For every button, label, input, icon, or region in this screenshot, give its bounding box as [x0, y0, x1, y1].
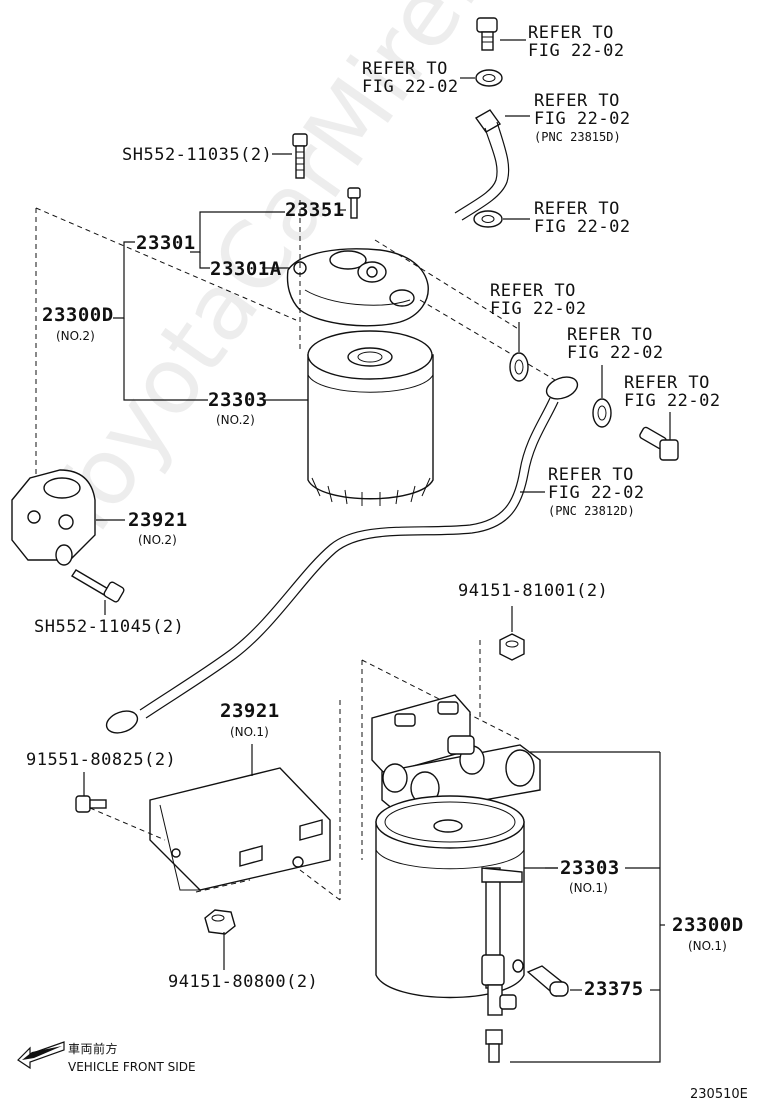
part-23303-no1: 23303 [560, 857, 620, 879]
nut-94151-80800-icon [204, 909, 236, 935]
bolt-sh552-11045-icon [71, 569, 125, 603]
nut-94151-81001-icon [499, 633, 525, 661]
washer-right-2-icon [592, 398, 612, 428]
part-23300d-no1: 23300D [672, 914, 744, 936]
bolt-91551-80825-icon [75, 795, 107, 813]
part-94151-81001: 94151-81001(2) [458, 581, 609, 601]
part-sh552-11045: SH552-11045(2) [34, 617, 185, 637]
filter-head-upper-icon [286, 248, 429, 327]
part-23303-no2: 23303 [208, 389, 268, 411]
part-23375: 23375 [584, 978, 644, 1000]
washer-right-1-icon [509, 352, 529, 382]
washer-top-icon [475, 69, 503, 87]
sensor-23375-icon [526, 965, 569, 998]
direction-jp: 車両前方 [68, 1042, 119, 1056]
part-23351: 23351 [285, 199, 345, 221]
part-94151-80800: 94151-80800(2) [168, 972, 319, 992]
front-arrow-icon [17, 1041, 65, 1070]
part-23921-no1-sub: (NO.1) [230, 725, 269, 739]
hose-upper-icon [454, 109, 510, 221]
bolt-sh552-11035-icon [292, 133, 308, 179]
bolt-top-right-icon [476, 17, 498, 51]
screw-23351-icon [347, 187, 361, 219]
bracket-upper-icon [11, 469, 96, 566]
part-23301: 23301 [136, 232, 196, 254]
fuel-pipe-icon [105, 376, 579, 734]
part-23300d-no1-sub: (NO.1) [688, 939, 727, 953]
part-23921-no2-sub: (NO.2) [138, 533, 177, 547]
bracket-lower-icon [149, 767, 331, 891]
part-91551-80825: 91551-80825(2) [26, 750, 177, 770]
part-23301a: 23301A [210, 258, 282, 280]
drain-pipe-icon [481, 867, 524, 1063]
filter-cartridge-upper-icon [307, 330, 434, 506]
part-23303-no2-sub: (NO.2) [216, 413, 255, 427]
part-23921-no2: 23921 [128, 509, 188, 531]
part-23921-no1: 23921 [220, 700, 280, 722]
figure-id: 230510E [690, 1087, 748, 1102]
direction-en: VEHICLE FRONT SIDE [68, 1060, 196, 1074]
part-23300d-no2-sub: (NO.2) [56, 329, 95, 343]
union-bolt-icon [639, 426, 679, 461]
part-sh552-11035: SH552-11035(2) [122, 145, 273, 165]
part-23300d-no2: 23300D [42, 304, 114, 326]
washer-mid-icon [473, 210, 503, 228]
part-23303-no1-sub: (NO.1) [569, 881, 608, 895]
